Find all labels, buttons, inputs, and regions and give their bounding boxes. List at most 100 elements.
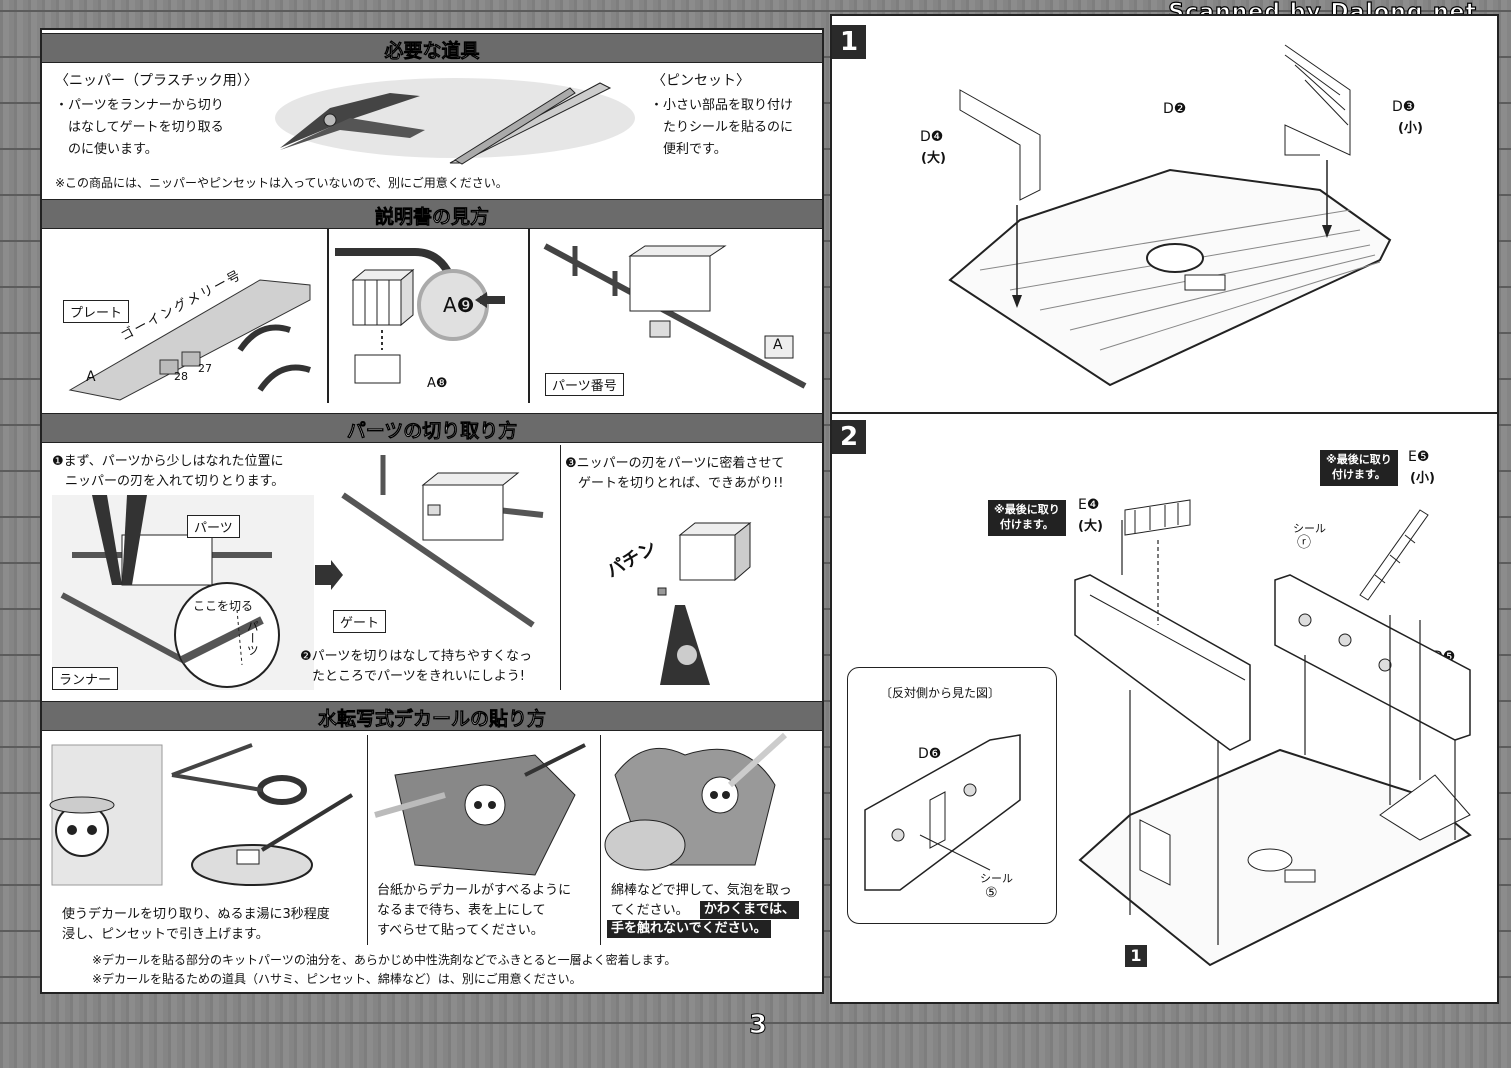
step1-deck-diagram [948, 44, 1392, 387]
part-d2-label: D❷ [1163, 101, 1187, 117]
tools-title: 必要な道具 [384, 40, 480, 63]
crate-icon [351, 268, 415, 327]
parts-label: パーツ [187, 515, 240, 538]
sticker-ri: ⓡ [1297, 535, 1311, 551]
nipper-title: 〈ニッパー（プラスチック用）〉 [55, 73, 258, 89]
part-d4-wall [959, 89, 1041, 201]
decal-step2-line2: なるまで待ち、表を上にして [377, 903, 546, 918]
sticker-ra: ⑤ [985, 885, 998, 901]
opposite-view-title: 〔反対側から見た図〕 [880, 686, 1001, 700]
part-ref-a9: A❾ [443, 293, 475, 317]
part-e4-label: E❹ [1078, 497, 1100, 513]
runner-number-28: 28 [174, 370, 188, 383]
part-e4-railing [1124, 499, 1191, 536]
decal-section-header: 水転写式デカールの貼り方 [42, 701, 822, 731]
skull-icon [464, 784, 506, 826]
gate-label: ゲート [333, 610, 387, 633]
part-e5-label: E❺ [1408, 449, 1430, 465]
page-number: 3 [748, 1010, 768, 1041]
part-e4-size: (大) [1078, 519, 1103, 534]
decal-step1-line1: 使うデカールを切り取り、ぬるま湯に3秒程度 [62, 907, 330, 922]
decal-step2-line3: すべらせて貼ってください。 [377, 923, 544, 938]
tools-section-header: 必要な道具 [42, 33, 822, 63]
scissors-icon [171, 743, 307, 805]
decal-warning-1: かわくまでは、 [700, 901, 800, 919]
parts-number-label: パーツ番号 [545, 373, 624, 396]
cutting-step1-line1: ❶まず、パーツから少しはなれた位置に [52, 454, 284, 469]
tweezers-icon [449, 82, 612, 165]
runner-label: ランナー [52, 667, 119, 690]
divider [560, 445, 561, 690]
cutting-title: パーツの切り取り方 [346, 420, 518, 443]
decal-step3-illustration [604, 732, 788, 871]
cutting-section-header: パーツの切り取り方 [42, 413, 822, 443]
arrow-right-icon [315, 560, 343, 590]
divider [327, 228, 329, 403]
cutting-step3-line1: ❸ニッパーの刃をパーツに密着させて [565, 456, 785, 471]
cut-here-label: ここを切る [193, 599, 254, 613]
part-e5-size: (小) [1410, 471, 1435, 486]
plate-label: プレート [63, 300, 130, 323]
part-d3-stairs [1284, 44, 1351, 156]
decal-step1-line2: 浸し、ピンセットで引き上げます。 [62, 927, 269, 942]
cutting-step1-line2: ニッパーの刃を入れて切りとります。 [52, 474, 285, 489]
ref-step-1-badge: 1 [1125, 945, 1147, 967]
nipper-desc-3: のに使います。 [55, 142, 158, 157]
install-last-note-e5: ※最後に取り付けます。 [1320, 450, 1398, 486]
tools-illustration [275, 78, 635, 165]
decal-step1-illustration [49, 743, 354, 886]
skull-icon [701, 776, 739, 814]
divider [600, 735, 601, 945]
part-ref-a8: A❽ [427, 376, 448, 391]
part-d4-size: (大) [921, 151, 946, 166]
tweezers-desc-3: 便利です。 [650, 142, 727, 157]
part-e5-railing [1359, 509, 1429, 601]
part-d5-wall [1274, 574, 1471, 741]
decal-note-2: ※デカールを貼るための道具（ハサミ、ピンセット、綿棒など）は、別にご用意ください… [92, 972, 582, 986]
decal-step2-illustration [374, 743, 586, 876]
cutting-step1-illustration [52, 495, 314, 690]
manual-section-header: 説明書の見方 [42, 199, 822, 229]
part-d3-label: D❸ [1392, 99, 1416, 115]
nipper-icon [92, 495, 147, 585]
cutting-step3-illustration [657, 521, 752, 685]
step-divider [832, 412, 1497, 414]
decal-title: 水転写式デカールの貼り方 [317, 708, 547, 731]
nipper-desc-2: はなしてゲートを切り取る [55, 120, 224, 135]
tweezers-title: 〈ピンセット〉 [652, 73, 750, 89]
sticker-label-ri: シール [1293, 522, 1326, 535]
divider [367, 735, 368, 945]
sticker-label-ra: シール [980, 872, 1013, 885]
step2-assembly-diagram [1074, 499, 1472, 967]
plate-letter: A [86, 369, 96, 385]
install-last-note-e4: ※最後に取り付けます。 [988, 500, 1066, 536]
manual-title: 説明書の見方 [374, 206, 490, 229]
railing-wall-large [1074, 574, 1251, 751]
skull-icon [49, 796, 115, 857]
cutting-step3-line2: ゲートを切りとれば、できあがり!! [565, 476, 784, 491]
plate-illustration [68, 279, 311, 401]
parts-vertical-label: パーツ [245, 620, 260, 656]
runner-number-27: 27 [198, 362, 212, 375]
part-d3-size: (小) [1398, 121, 1423, 136]
decal-step2-line1: 台紙からデカールがすべるように [377, 883, 572, 898]
nipper-icon [280, 93, 425, 150]
tools-note: ※この商品には、ニッパーやピンセットは入っていないので、別にご用意ください。 [55, 176, 508, 190]
crate-icon [678, 521, 752, 582]
runner-letter: A [773, 337, 783, 353]
step-2-number: 2 [832, 420, 866, 454]
cutting-step2-illustration [341, 455, 544, 628]
runner-illustration [543, 243, 807, 389]
nipper-desc-1: ・パーツをランナーから切り [55, 98, 224, 113]
part-number-diagram [335, 248, 505, 384]
cutting-step2-line1: ❷パーツを切りはなして持ちやすくなっ [300, 649, 533, 664]
decal-step3-line1: 綿棒などで押して、気泡を取っ [611, 883, 792, 898]
part-d6-label: D❻ [918, 746, 942, 762]
decal-note-1: ※デカールを貼る部分のキットパーツの油分を、あらかじめ中性洗剤などでふきとると一… [92, 953, 677, 967]
nipper-icon [660, 605, 710, 685]
step-1-number: 1 [832, 25, 866, 59]
divider [528, 228, 530, 403]
part-d6-wall-diagram [864, 734, 1021, 891]
part-d4-label: D❹ [920, 129, 944, 145]
decal-warning-2: 手を触れないでください。 [607, 920, 771, 938]
